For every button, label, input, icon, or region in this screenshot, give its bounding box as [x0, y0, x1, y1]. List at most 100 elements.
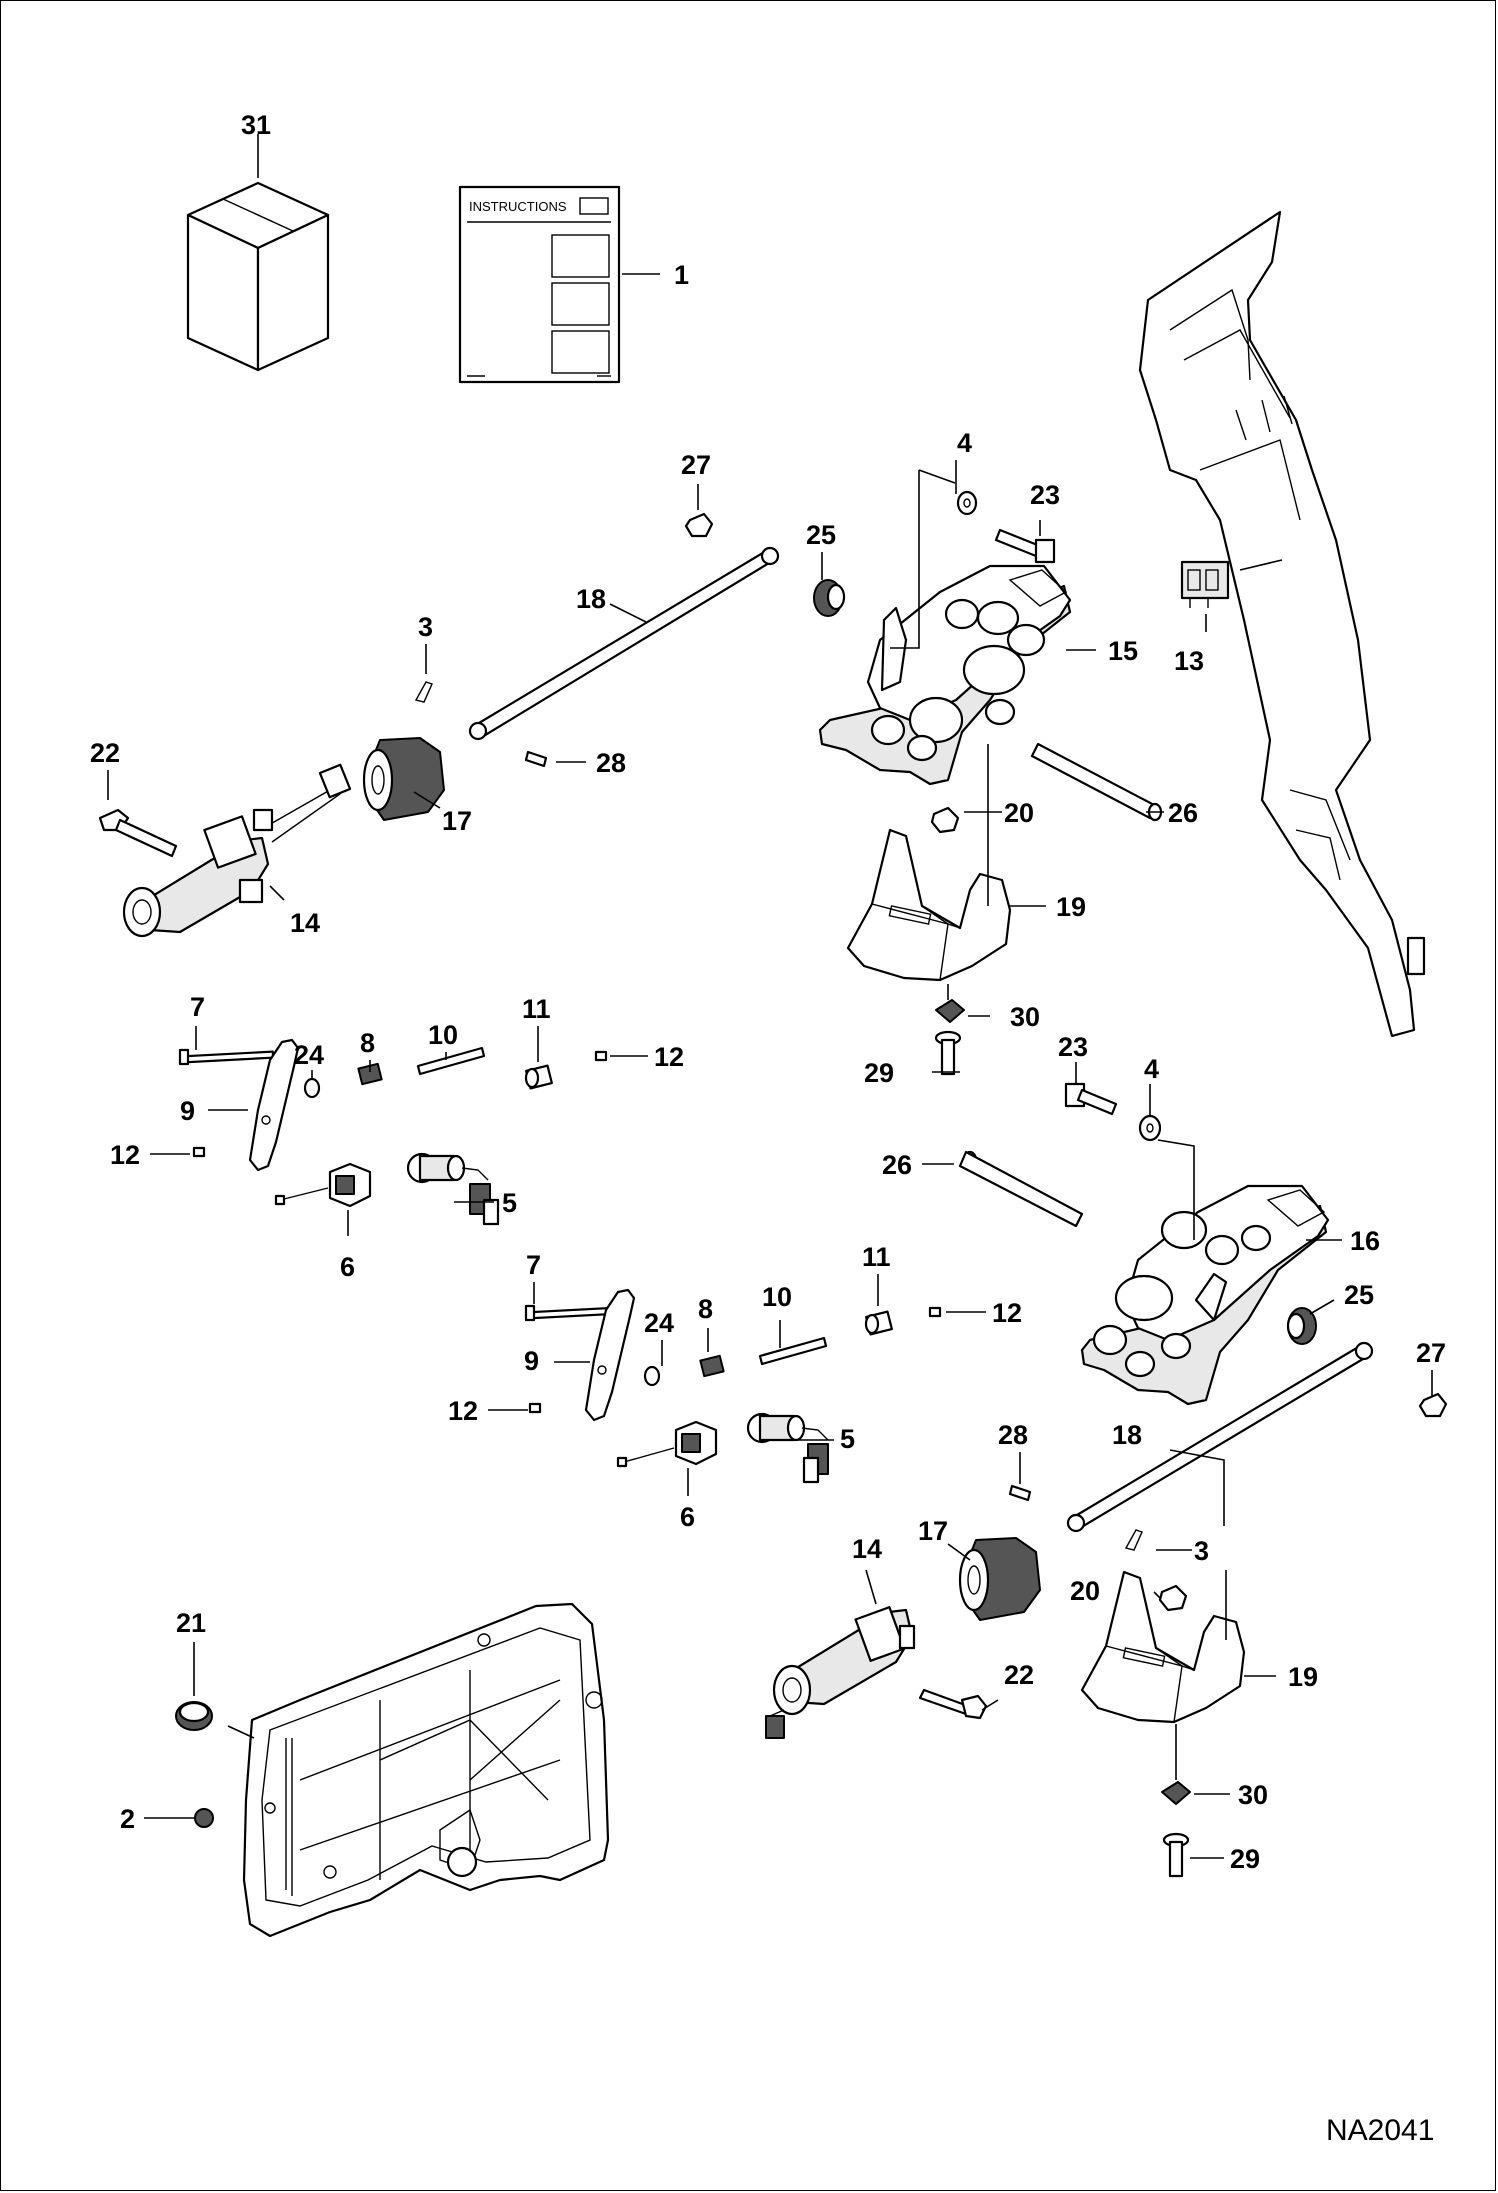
callout-labels: 31 1 27 4 23 25 18 3 15 13 22 28 17 20 2… [90, 110, 1446, 1874]
callout-17b: 17 [918, 1516, 948, 1546]
callout-23: 23 [1030, 480, 1060, 510]
part-24-lower-washer [643, 1365, 661, 1387]
part-12-lower-screw-left [528, 1402, 542, 1414]
part-11-lower-spacer [864, 1310, 893, 1336]
callout-9: 9 [180, 1096, 195, 1126]
callout-2: 2 [120, 1804, 135, 1834]
callout-28b: 28 [998, 1420, 1028, 1450]
part-17-lower-boot [958, 1537, 1041, 1621]
part-28-upper-pin [524, 750, 548, 768]
part-8-lower-spring [699, 1354, 725, 1378]
part-15-pedal [818, 564, 1072, 786]
callout-26: 26 [1168, 798, 1198, 828]
callout-5: 5 [502, 1188, 517, 1218]
callout-30b: 30 [1238, 1780, 1268, 1810]
part-20-lower-nut [1158, 1584, 1188, 1612]
callout-12d: 12 [448, 1396, 478, 1426]
part-12-upper-screw-left [192, 1146, 206, 1158]
callout-26b: 26 [882, 1150, 912, 1180]
part-12-lower-screw-right [928, 1306, 942, 1318]
callout-18: 18 [576, 584, 606, 614]
part-6-lower-switch-holder [616, 1420, 718, 1468]
part-10-lower-rod [758, 1336, 828, 1366]
part-13-relay [1180, 560, 1230, 608]
part-31-box [186, 181, 330, 372]
callout-29: 29 [864, 1058, 894, 1088]
callout-27: 27 [681, 450, 711, 480]
part-9-lower-lever [584, 1288, 636, 1422]
callout-22b: 22 [1004, 1660, 1034, 1690]
part-25-upper-bushing [813, 579, 846, 617]
callout-10: 10 [428, 1020, 458, 1050]
callout-12b: 12 [110, 1140, 140, 1170]
part-6-upper-switch-holder [274, 1162, 372, 1208]
part-26-upper-pin [1030, 742, 1163, 822]
drawing-code: NA2041 [1326, 2114, 1434, 2147]
callout-12c: 12 [992, 1298, 1022, 1328]
part-20-upper-nut [930, 806, 960, 834]
callout-20b: 20 [1070, 1576, 1100, 1606]
callout-12: 12 [654, 1042, 684, 1072]
callout-19b: 19 [1288, 1662, 1318, 1692]
callout-20: 20 [1004, 798, 1034, 828]
part-8-upper-spring [357, 1062, 383, 1086]
part-23-upper-bolt [994, 528, 1056, 564]
callout-24b: 24 [644, 1308, 674, 1338]
callout-30: 30 [1010, 1002, 1040, 1032]
cover-panel [242, 1602, 610, 1938]
callout-14: 14 [290, 908, 320, 938]
callout-27b: 27 [1416, 1338, 1446, 1368]
callout-6: 6 [340, 1252, 355, 1282]
part-22-lower-bolt [918, 1688, 988, 1720]
part-24-upper-washer [303, 1077, 321, 1099]
part-7-upper-screw [178, 1048, 275, 1066]
callout-10b: 10 [762, 1282, 792, 1312]
part-2-plug [194, 1808, 214, 1828]
part-17-upper-boot [362, 737, 445, 821]
callout-21: 21 [176, 1608, 206, 1638]
callout-4b: 4 [1144, 1054, 1159, 1084]
part-26-lower-pin [958, 1150, 1084, 1228]
callout-17: 17 [442, 806, 472, 836]
part-3-lower-clip [1124, 1529, 1143, 1551]
callout-23b: 23 [1058, 1032, 1088, 1062]
part-18-lower-rod [1066, 1341, 1374, 1533]
callout-3: 3 [418, 612, 433, 642]
part-25-lower-bushing [1286, 1307, 1317, 1345]
callout-5b: 5 [840, 1424, 855, 1454]
part-19-upper-bracket [846, 828, 1012, 982]
callout-25: 25 [806, 520, 836, 550]
callout-7b: 7 [526, 1250, 541, 1280]
callout-11b: 11 [862, 1242, 891, 1272]
callout-29b: 29 [1230, 1844, 1260, 1874]
leader-lines [107, 134, 1433, 1859]
callout-1: 1 [674, 260, 689, 290]
callout-16: 16 [1350, 1226, 1380, 1256]
callout-4: 4 [957, 428, 972, 458]
callout-7: 7 [190, 992, 205, 1022]
part-4-lower-washer [1138, 1114, 1162, 1142]
part-12-upper-screw-right [594, 1050, 608, 1062]
part-1-instructions-sheet: INSTRUCTIONS [458, 185, 621, 384]
callout-8b: 8 [698, 1294, 713, 1324]
part-3-upper-clip [414, 681, 433, 703]
part-5-lower-sensor [746, 1412, 829, 1484]
part-29-lower-bolt [1162, 1832, 1190, 1878]
part-4-upper-washer [956, 490, 978, 516]
part-30-lower-clip [1161, 1781, 1191, 1805]
part-28-lower-pin [1008, 1484, 1032, 1502]
callout-9b: 9 [524, 1346, 539, 1376]
callout-14b: 14 [852, 1534, 882, 1564]
part-22-upper-bolt [98, 808, 178, 858]
callout-6b: 6 [680, 1502, 695, 1532]
part-27-upper-nut [684, 512, 714, 538]
callout-31: 31 [241, 110, 271, 140]
callout-3b: 3 [1194, 1536, 1209, 1566]
part-29-upper-bolt [934, 1030, 962, 1076]
callout-13: 13 [1174, 646, 1204, 676]
callout-22: 22 [90, 738, 120, 768]
callout-8: 8 [360, 1028, 375, 1058]
callout-25b: 25 [1344, 1280, 1374, 1310]
part-30-upper-clip [935, 999, 965, 1023]
